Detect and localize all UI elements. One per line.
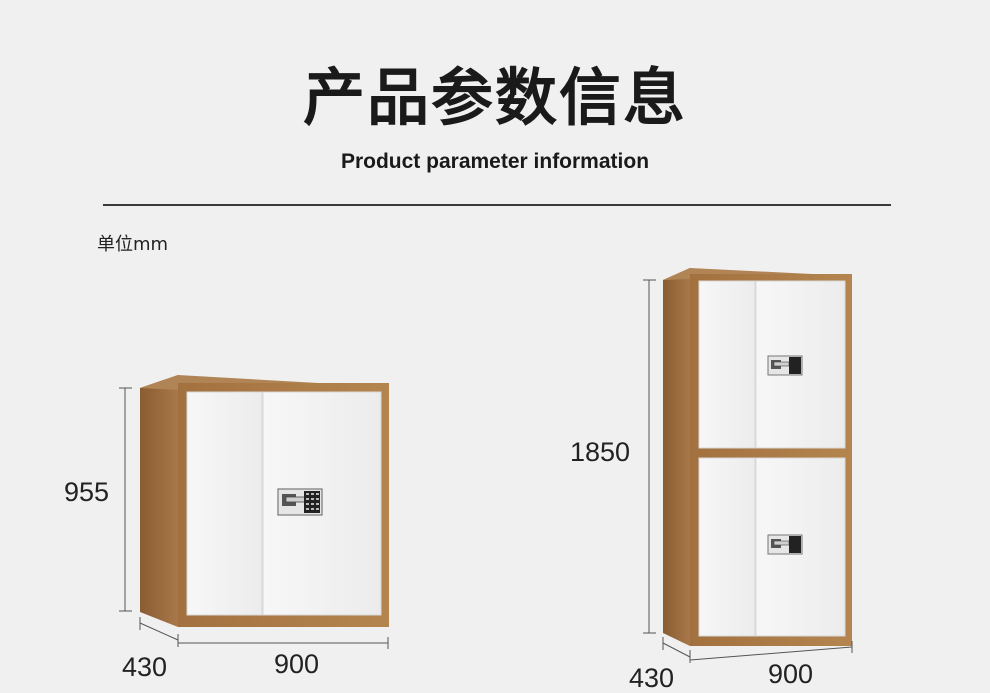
divider bbox=[103, 204, 891, 206]
cabinet-tall-lower-door-left bbox=[698, 457, 756, 637]
cabinet-low-width-label: 900 bbox=[274, 649, 320, 679]
cabinet-low-side bbox=[140, 375, 178, 627]
cabinet-tall bbox=[643, 268, 853, 663]
page-subtitle: Product parameter information bbox=[340, 150, 650, 173]
cabinet-low-depth-label: 430 bbox=[122, 652, 168, 682]
cabinet-tall-upper-door-left bbox=[698, 280, 756, 449]
cabinet-tall-dimension-lines bbox=[643, 279, 853, 663]
keypad-lock-icon bbox=[277, 488, 323, 516]
cabinet-tall-width-label: 900 bbox=[768, 659, 814, 689]
keypad-lock-icon bbox=[767, 534, 803, 555]
cabinet-low-door-left bbox=[186, 391, 263, 616]
cabinet-tall-height-label: 1850 bbox=[570, 437, 631, 467]
cabinet-low bbox=[119, 375, 389, 649]
cabinet-tall-side bbox=[663, 268, 690, 646]
cabinet-tall-depth-label: 430 bbox=[629, 663, 675, 693]
cabinet-low-dimension-lines bbox=[119, 387, 389, 649]
unit-label: 单位mm bbox=[97, 234, 169, 255]
keypad-lock-icon bbox=[767, 355, 803, 376]
page-title: 产品参数信息 bbox=[302, 61, 687, 134]
cabinet-low-height-label: 955 bbox=[64, 477, 110, 507]
